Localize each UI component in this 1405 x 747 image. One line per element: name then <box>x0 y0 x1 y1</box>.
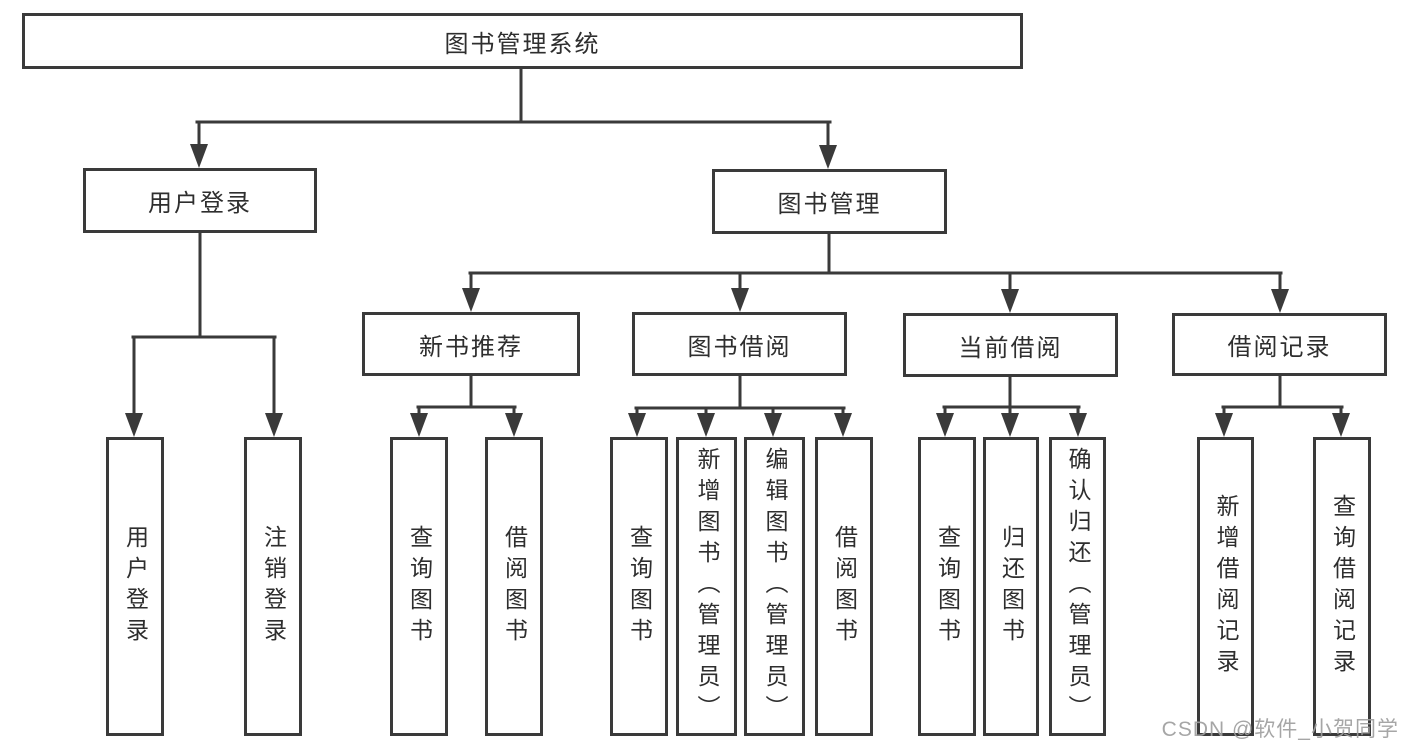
arrowhead-down-icon <box>1332 413 1350 437</box>
node-label: 借阅图书 <box>501 524 528 649</box>
node-label: 查询图书 <box>934 524 961 649</box>
node-label: 用户登录 <box>122 524 149 649</box>
node-label: 借阅图书 <box>831 524 858 649</box>
arrowhead-down-icon <box>1215 413 1233 437</box>
node-label: 归还图书 <box>998 524 1025 649</box>
node-book-management: 图书管理 <box>712 169 947 234</box>
leaf-return-books: 归还图书 <box>983 437 1039 736</box>
node-label: 当前借阅 <box>958 334 1063 362</box>
node-label: 新书推荐 <box>419 333 523 361</box>
leaf-borrow-books-recommend: 借阅图书 <box>485 437 543 736</box>
node-label: 借阅记录 <box>1227 334 1332 361</box>
node-label: 图书管理系统 <box>444 30 601 58</box>
connector-current-borrow-to-leaves <box>942 374 1081 421</box>
connector-borrow-records-to-leaves <box>1221 373 1344 421</box>
csdn-watermark: CSDN @软件_小贺同学 <box>1161 718 1399 741</box>
connector-user-login-to-leaves <box>131 229 277 421</box>
connector-book-borrow-to-leaves <box>634 373 846 421</box>
arrowhead-down-icon <box>697 413 715 437</box>
leaf-query-books-borrow: 查询图书 <box>610 437 668 736</box>
node-library-management-system: 图书管理系统 <box>22 13 1023 69</box>
arrowhead-down-icon <box>628 413 646 437</box>
leaf-add-books-admin: 新增图书（管理员） <box>676 437 737 736</box>
arrowhead-down-icon <box>1069 413 1087 437</box>
leaf-confirm-return-admin: 确认归还（管理员） <box>1049 437 1106 736</box>
arrowhead-down-icon <box>505 413 523 437</box>
node-borrowing-records: 借阅记录 <box>1172 313 1387 376</box>
node-book-borrowing: 图书借阅 <box>632 312 847 376</box>
node-label: 编辑图书（管理员） <box>762 447 788 726</box>
arrowhead-down-icon <box>410 413 428 437</box>
node-label: 新增借阅记录 <box>1213 493 1239 680</box>
leaf-query-books-recommend: 查询图书 <box>390 437 448 736</box>
arrowhead-down-icon <box>731 288 749 312</box>
node-label: 查询借阅记录 <box>1329 493 1356 680</box>
node-label: 确认归还（管理员） <box>1065 447 1091 726</box>
leaf-borrow-books: 借阅图书 <box>815 437 873 736</box>
node-label: 图书借阅 <box>687 333 792 361</box>
arrowhead-down-icon <box>764 413 782 437</box>
leaf-user-login: 用户登录 <box>106 437 164 736</box>
arrowhead-down-icon <box>1271 289 1289 313</box>
node-label: 用户登录 <box>148 190 252 217</box>
arrowhead-down-icon <box>462 288 480 312</box>
arrowhead-down-icon <box>1001 413 1019 437</box>
node-label: 查询图书 <box>626 524 653 649</box>
node-user-login: 用户登录 <box>83 168 317 233</box>
arrowhead-down-icon <box>936 413 954 437</box>
node-current-borrowing: 当前借阅 <box>903 313 1118 377</box>
leaf-query-borrow-record: 查询借阅记录 <box>1313 437 1371 736</box>
connector-root-to-level2 <box>195 66 832 153</box>
node-label: 注销登录 <box>260 524 287 649</box>
leaf-logout: 注销登录 <box>244 437 302 736</box>
node-new-book-recommendation: 新书推荐 <box>362 312 580 376</box>
arrowhead-down-icon <box>819 145 837 169</box>
leaf-query-books-current: 查询图书 <box>918 437 976 736</box>
leaf-add-borrow-record: 新增借阅记录 <box>1197 437 1254 736</box>
connector-book-management-to-level3 <box>468 230 1283 297</box>
arrowhead-down-icon <box>190 144 208 168</box>
node-label: 图书管理 <box>777 191 882 218</box>
arrowhead-down-icon <box>834 413 852 437</box>
node-label: 查询图书 <box>406 524 433 649</box>
node-label: 新增图书（管理员） <box>694 447 720 726</box>
connector-new-book-to-leaves <box>416 373 517 421</box>
arrowhead-down-icon <box>125 413 143 437</box>
arrowhead-down-icon <box>265 413 283 437</box>
leaf-edit-books-admin: 编辑图书（管理员） <box>744 437 805 736</box>
arrowhead-down-icon <box>1001 289 1019 313</box>
